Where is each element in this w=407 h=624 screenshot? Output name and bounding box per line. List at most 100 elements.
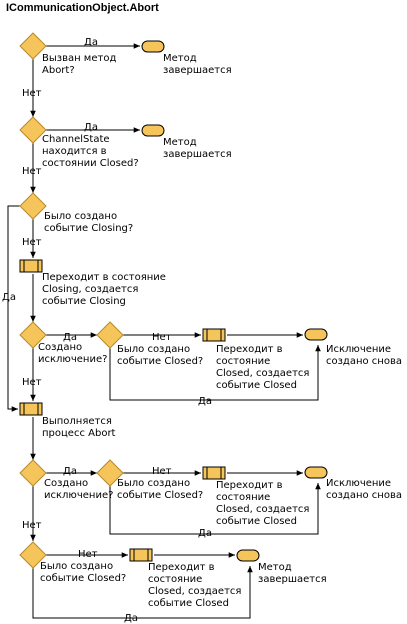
decision-state-closed [19,116,47,144]
edge-label-no: Нет [152,466,172,477]
label-decision-abort-called: Вызван метод Abort? [42,53,120,76]
terminator-method-ends-1 [141,40,165,53]
label-line: Closing, создается [42,284,138,295]
label-line: событие Closed [216,380,297,391]
label-process-enter-closed-3: Переходит в состояние Closed, создается … [148,562,245,609]
label-line: событие Closed? [117,356,203,367]
label-line: Создано [38,342,82,353]
label-terminator-exception-rethrown-2: Исключение создано снова [326,478,402,501]
label-line: событие Closing? [44,223,133,234]
label-line: Выполняется [42,416,112,427]
decision-closing-raised [19,192,47,220]
label-line: состояние [148,574,202,585]
edge-label-yes: Да [124,613,138,624]
label-process-enter-closed-2: Переходит в состояние Closed, создается … [216,480,313,527]
label-line: Переходит в [148,562,215,573]
label-process-abort: Выполняется процесс Abort [42,416,116,439]
node-labels: Вызван метод Abort? Метод завершается Ch… [38,53,402,609]
label-line: Переходит в [216,480,283,491]
label-terminator-exception-rethrown-1: Исключение создано снова [326,344,402,367]
label-line: событие Closing [42,296,126,307]
label-line: состояние [216,356,270,367]
diagram-title: ICommunicationObject.Abort [6,2,159,14]
process-abort [19,402,43,416]
terminator-method-ends-2 [141,124,165,137]
label-line: Вызван метод [42,53,116,64]
label-line: Метод [163,53,197,64]
label-line: Было создано [44,211,117,222]
edge-label-yes: Да [63,466,77,477]
label-line: состоянии Closed? [42,158,139,169]
label-decision-exception-2: Создано исключение? [44,478,113,501]
label-line: Метод [258,562,292,573]
process-enter-closing [19,259,43,273]
label-line: Метод [163,137,197,148]
label-line: Abort? [42,65,75,76]
label-decision-exception-1: Создано исключение? [38,342,107,365]
edge-label-yes: Да [2,292,16,303]
edge-label-no: Нет [22,520,42,531]
edge-label-no: Нет [78,549,98,560]
label-line: событие Closed [216,516,297,527]
label-terminator-method-ends-3: Метод завершается [258,562,327,585]
edge-label-no: Нет [22,377,42,388]
label-line: Переходит в состояние [42,272,166,283]
label-line: Исключение [326,478,391,489]
label-line: Было создано [40,561,113,572]
label-decision-closing-raised: Было создано событие Closing? [44,211,133,234]
label-terminator-method-ends-1: Метод завершается [163,53,232,76]
process-enter-closed-1 [202,328,226,342]
label-line: Переходит в [216,344,283,355]
decision-abort-called [19,32,47,60]
label-line: завершается [163,149,232,160]
edges [7,43,321,619]
edge-label-yes: Да [84,122,98,133]
label-line: Создано [44,478,88,489]
label-line: Исключение [326,344,391,355]
edge-label-no: Нет [22,237,42,248]
label-line: событие Closed [148,598,229,609]
label-line: исключение? [38,354,107,365]
process-enter-closed-2 [202,466,226,480]
edge-labels: Да Нет Да Нет Нет Да Да Нет Да Нет Да Не… [2,37,212,624]
edge-label-no: Нет [22,88,42,99]
decision-closed-raised-3 [19,541,47,569]
decision-exception-2 [19,459,47,487]
label-line: ChannelState [42,134,110,145]
decision-exception-1 [19,321,47,349]
edge-label-yes: Да [63,332,77,343]
label-line: завершается [258,574,327,585]
label-line: Closed, создается [148,586,241,597]
label-line: исключение? [44,490,113,501]
label-process-enter-closed-1: Переходит в состояние Closed, создается … [216,344,313,391]
label-line: событие Closed? [40,573,126,584]
terminator-exception-rethrown-2 [304,466,328,479]
label-decision-closed-raised-2: Было создано событие Closed? [117,478,203,501]
edge-label-yes: Да [198,528,212,539]
edge-d5-t3 [109,345,321,401]
label-line: создано снова [326,490,402,501]
edge-label-no: Нет [22,166,42,177]
decision-closed-raised-1 [96,321,124,349]
label-line: состояние [216,492,270,503]
label-line: Было создано [117,478,190,489]
label-line: Closed, создается [216,368,309,379]
label-decision-state-closed: ChannelState находится в состоянии Close… [42,134,139,169]
edge-label-no: Нет [152,332,172,343]
label-line: завершается [163,65,232,76]
label-line: создано снова [326,356,402,367]
edge-label-yes: Да [198,396,212,407]
label-line: Closed, создается [216,504,309,515]
edge-label-yes: Да [84,37,98,48]
label-line: Было создано [117,344,190,355]
label-decision-closed-raised-3: Было создано событие Closed? [40,561,126,584]
edge-d3-p3 [7,205,20,412]
terminator-method-ends-3 [236,549,260,562]
process-enter-closed-3 [129,548,153,562]
edge-d7-t4 [109,483,321,535]
label-line: находится в [42,146,107,157]
terminator-exception-rethrown-1 [304,328,328,341]
edge-d8-t5 [32,566,253,619]
label-process-enter-closing: Переходит в состояние Closing, создается… [42,272,169,307]
